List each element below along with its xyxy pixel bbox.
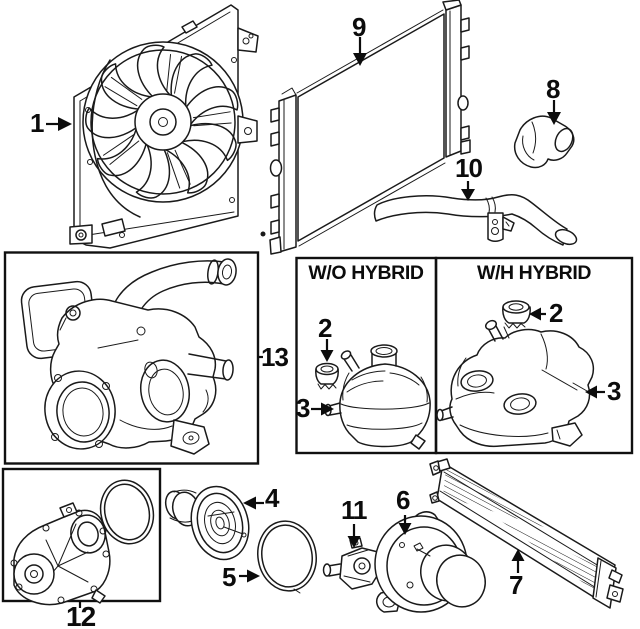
callout-5-arrow bbox=[239, 569, 260, 583]
callout-12-label: 12 bbox=[66, 601, 96, 629]
callout-3-wo-label: 3 bbox=[296, 393, 311, 423]
part-6-water-outlet-drawing bbox=[374, 511, 486, 613]
callout-9-arrow bbox=[353, 37, 367, 66]
callout-2-wh-label: 2 bbox=[549, 298, 564, 328]
callout-4-label: 4 bbox=[265, 483, 280, 513]
callout-2-wo-label: 2 bbox=[318, 313, 333, 343]
callout-3-wh-arrow bbox=[572, 382, 605, 399]
part-13-housing-drawing bbox=[20, 258, 237, 455]
part-9-radiator-drawing bbox=[269, 0, 471, 255]
part-3-reservoir-wh-drawing bbox=[436, 319, 595, 448]
callout-6-label: 6 bbox=[396, 485, 411, 515]
callout-6-arrow bbox=[398, 515, 412, 535]
part-1-fan-shroud-drawing bbox=[69, 4, 266, 249]
part-2-cap-wo-drawing bbox=[315, 362, 339, 390]
part-12-box bbox=[1, 467, 162, 603]
callout-8-label: 8 bbox=[546, 74, 561, 104]
callout-11-label: 11 bbox=[341, 495, 367, 525]
callout-11-arrow bbox=[347, 524, 361, 548]
callout-10-label: 10 bbox=[455, 153, 483, 183]
callout-4-arrow bbox=[243, 496, 264, 510]
callout-13-label: 13 bbox=[261, 342, 289, 372]
part-4-thermostat-drawing bbox=[164, 485, 250, 561]
part-3-reservoir-wo-drawing bbox=[324, 344, 431, 450]
callout-1-label: 1 bbox=[30, 108, 45, 138]
callout-8-arrow bbox=[547, 100, 561, 125]
callout-3-wh-label: 3 bbox=[607, 376, 622, 406]
panel-caption-without-hybrid: W/O HYBRID bbox=[308, 262, 424, 284]
callout-9-label: 9 bbox=[352, 12, 367, 42]
part-8-hose-elbow-drawing bbox=[513, 115, 575, 169]
callout-2-wo-arrow bbox=[320, 339, 334, 362]
part-5-seal-drawing bbox=[257, 520, 317, 594]
callout-1-arrow bbox=[46, 117, 72, 131]
panel-with-hybrid-box bbox=[434, 256, 634, 455]
callout-7-label: 7 bbox=[509, 570, 524, 600]
panel-caption-with-hybrid: W/H HYBRID bbox=[476, 262, 592, 284]
part-10-hose-drawing bbox=[373, 194, 578, 246]
callout-2-wh-arrow bbox=[529, 307, 546, 321]
callout-7-arrow bbox=[511, 549, 525, 573]
callout-10-arrow bbox=[461, 181, 475, 201]
callout-3-wo-arrow bbox=[311, 402, 334, 416]
part-2-cap-wh-drawing bbox=[502, 300, 531, 329]
callout-5-label: 5 bbox=[222, 562, 237, 592]
part-7-aux-radiator-drawing bbox=[429, 458, 624, 609]
part-12-water-pump-drawing bbox=[10, 479, 155, 606]
